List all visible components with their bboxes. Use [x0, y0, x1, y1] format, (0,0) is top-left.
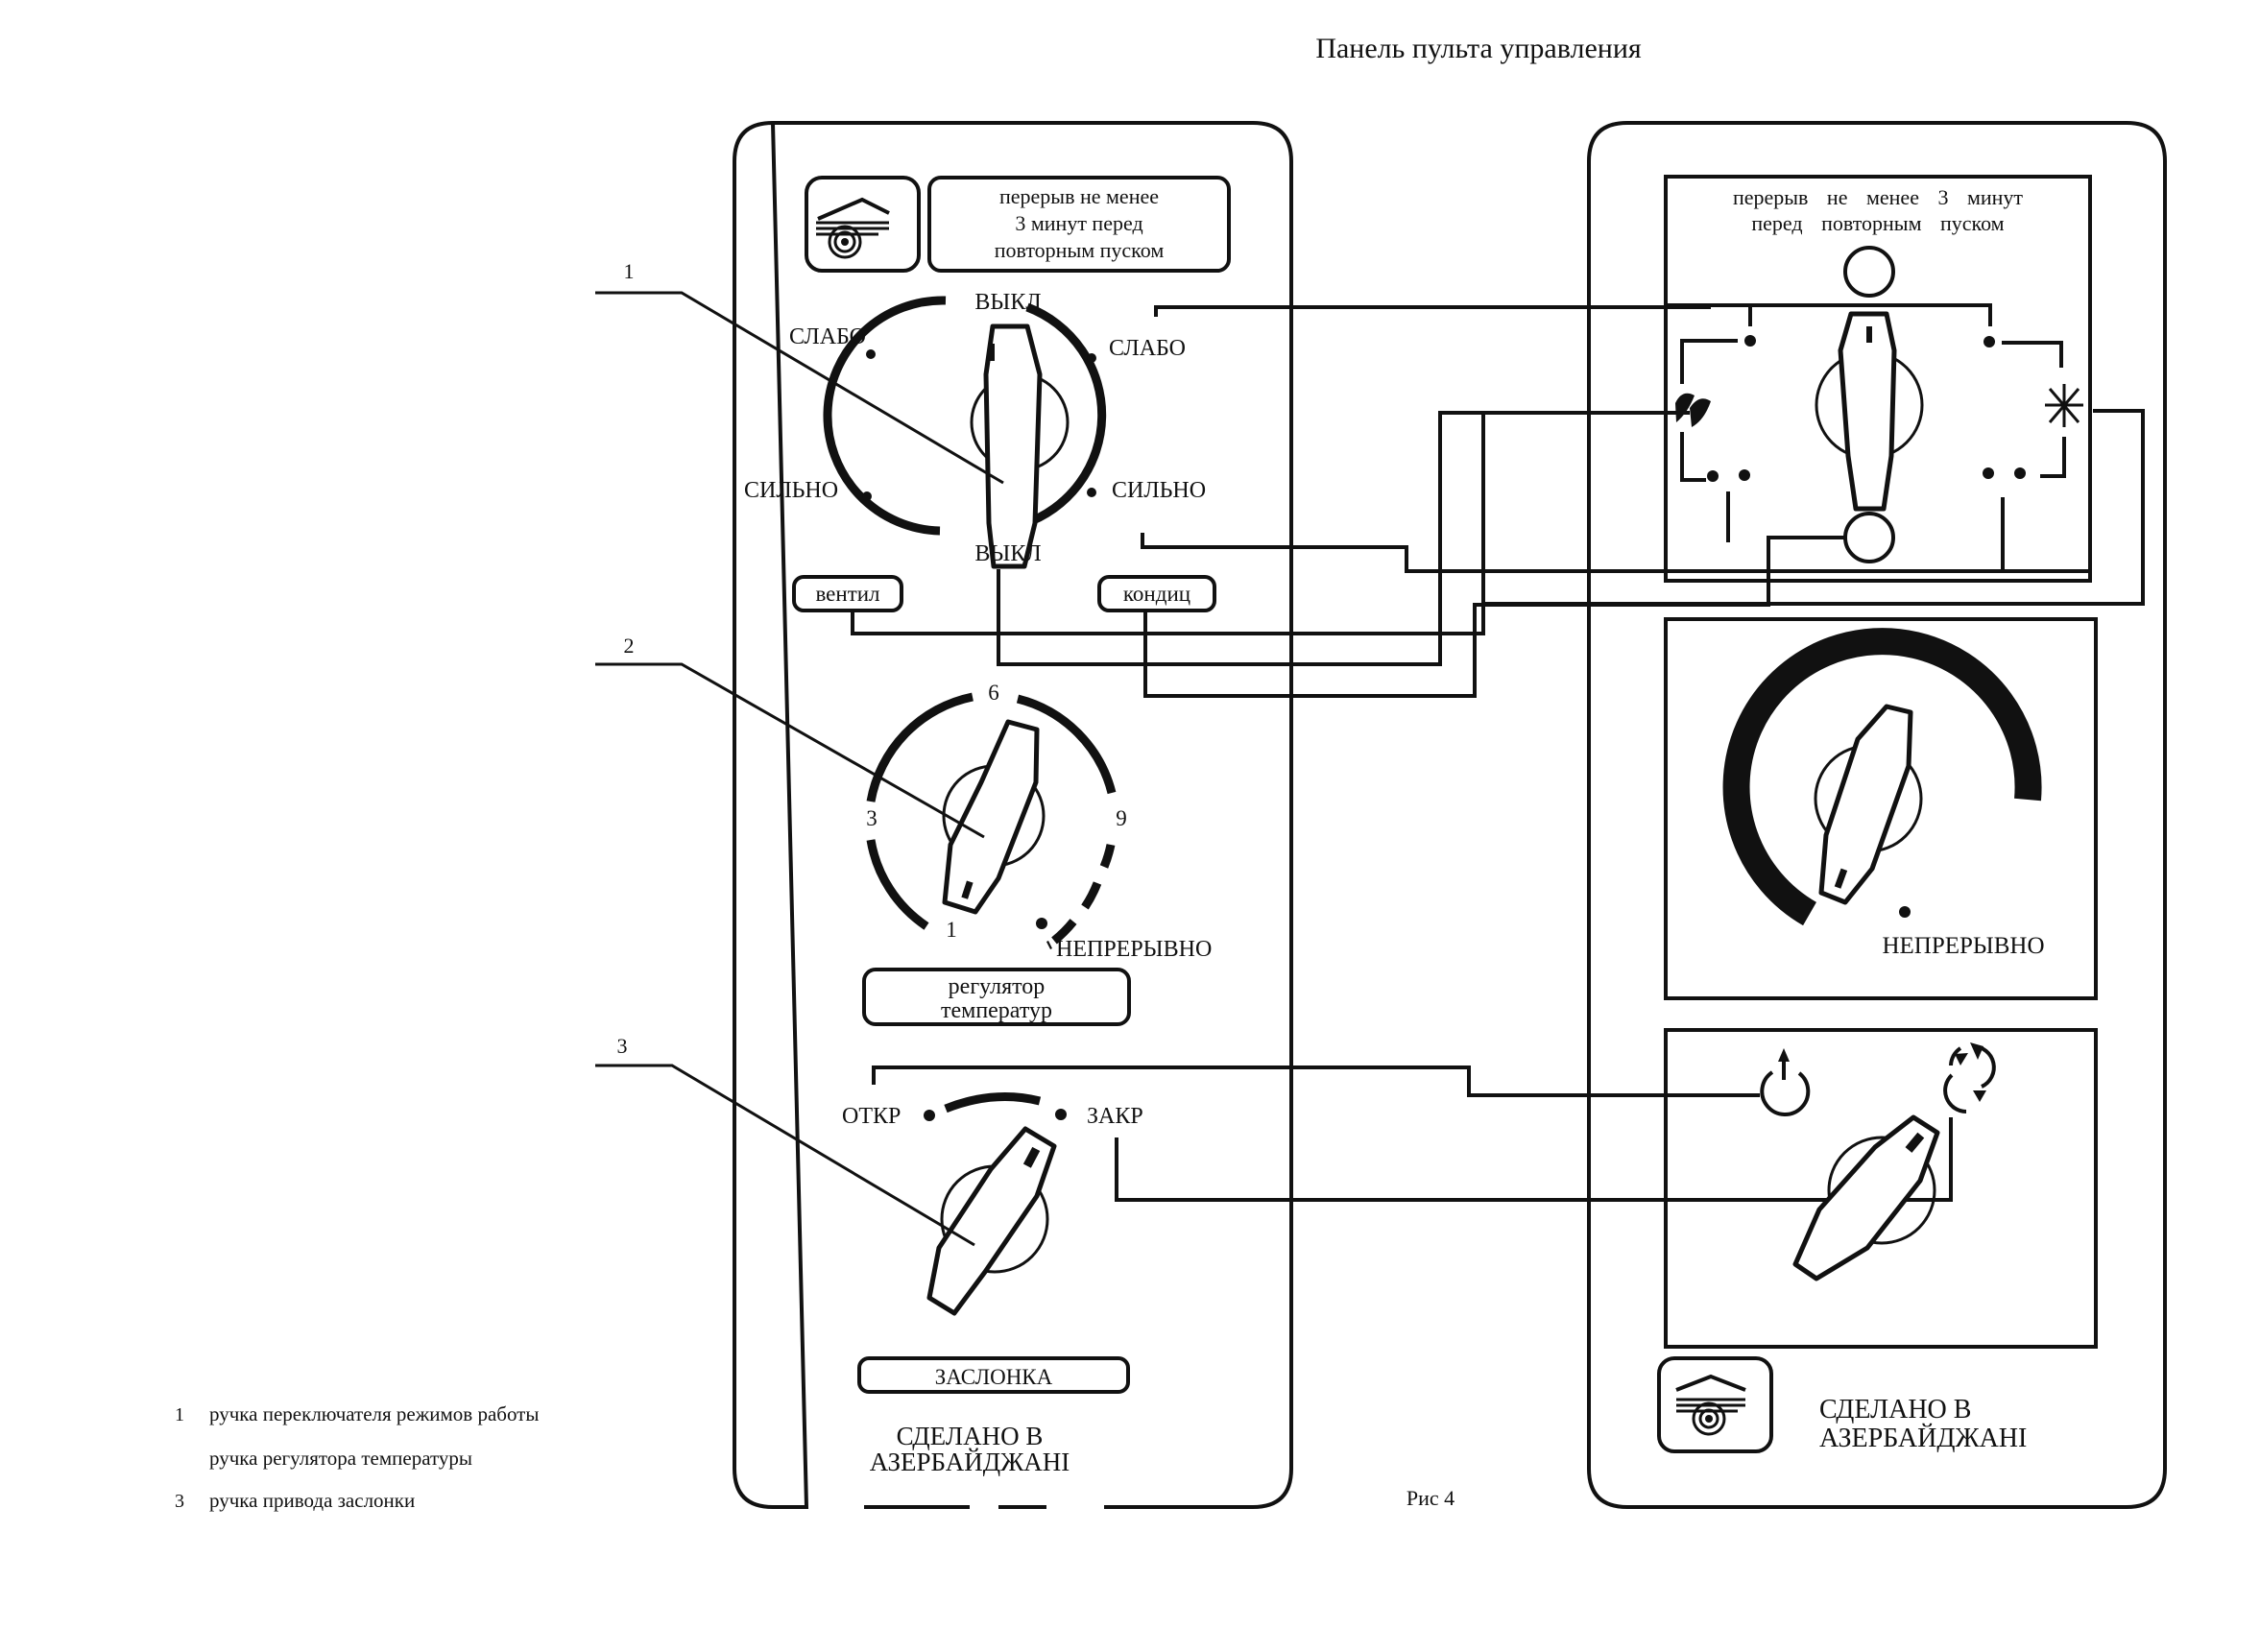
damper-open-label: ОТКР — [842, 1104, 901, 1129]
restart-notice: перерыв не менее 3 минут перед повторным… — [927, 176, 1231, 273]
legend-item: ручка привода заслонки — [209, 1489, 415, 1512]
cool-low-label: СЛАБО — [1109, 336, 1186, 361]
recirculation-icon — [1943, 1042, 1996, 1113]
svg-text:кондиц: кондиц — [1123, 582, 1190, 606]
legend: 1 ручка переключателя режимов работы руч… — [175, 1402, 539, 1512]
fan-icon — [1675, 393, 1711, 427]
right-thermostat-knob[interactable] — [1818, 704, 1913, 905]
right-made-in-label: СДЕЛАНО В — [1819, 1395, 1971, 1425]
knob-indicator — [988, 344, 995, 361]
mode-off-top-label: ВЫКЛ — [974, 290, 1041, 315]
damper-tag: ЗАСЛОНКА — [857, 1356, 1130, 1394]
legend-number: 3 — [175, 1491, 184, 1512]
legend-item: ручка переключателя режимов работы — [209, 1402, 539, 1425]
svg-text:температур: температур — [941, 998, 1052, 1023]
made-in-label: СДЕЛАНО В — [897, 1422, 1044, 1450]
page-title: Панель пульта управления — [1315, 33, 1642, 64]
scale-label-9: 9 — [1116, 806, 1127, 830]
cooling-tag: кондиц — [1097, 575, 1216, 612]
right-notice-line1: перерыв не менее 3 минут — [1733, 185, 2023, 209]
right-damper-knob[interactable] — [1792, 1114, 1940, 1281]
svg-text:регулятор: регулятор — [949, 974, 1046, 999]
mode-switch-knob[interactable] — [983, 323, 1043, 569]
scale-label-6: 6 — [988, 681, 999, 705]
thermostat-dial[interactable]: 6 3 9 1 НЕПРЕРЫВНО — [866, 681, 1212, 962]
thermostat-knob[interactable] — [942, 719, 1040, 915]
cool-high-label: СИЛЬНО — [1112, 478, 1206, 503]
scale-label-1: 1 — [946, 918, 957, 942]
mode-off-bottom-label: ВЫКЛ — [974, 541, 1041, 566]
left-panel: перерыв не менее 3 минут перед повторным… — [733, 120, 1293, 1509]
snowflake-icon — [2045, 384, 2083, 427]
top-indicator — [1843, 246, 1895, 298]
made-in-country: АЗЕРБАЙДЖАНІ — [870, 1448, 1070, 1476]
brand-logo-icon — [805, 176, 921, 273]
thermostat-tag: регулятор температур — [862, 968, 1131, 1026]
damper-control[interactable]: ОТКР ЗАКР — [842, 1092, 1143, 1316]
connection-wires — [851, 305, 2145, 1202]
svg-text:повторным пуском: повторным пуском — [995, 238, 1165, 262]
damper-knob[interactable] — [926, 1126, 1057, 1316]
right-notice-line2: перед повторным пуском — [1751, 211, 2004, 235]
damper-closed-label: ЗАКР — [1087, 1104, 1143, 1129]
callout-3: 3 — [595, 1034, 975, 1247]
callout-2: 2 — [595, 634, 985, 839]
svg-text:ЗАСЛОНКА: ЗАСЛОНКА — [935, 1365, 1053, 1389]
figure-caption: Рис 4 — [1406, 1486, 1455, 1510]
svg-text:перерыв не менее: перерыв не менее — [999, 184, 1159, 208]
fan-high-label: СИЛЬНО — [744, 478, 838, 503]
svg-text:3 минут перед: 3 минут перед — [1015, 211, 1142, 235]
continuous-label: НЕПРЕРЫВНО — [1056, 937, 1212, 962]
legend-number: 1 — [175, 1404, 184, 1425]
svg-text:1: 1 — [624, 259, 635, 283]
temperature-scale-arc — [1722, 628, 2042, 926]
fresh-air-icon — [1760, 1048, 1811, 1116]
svg-text:вентил: вентил — [815, 582, 879, 606]
mode-switch[interactable]: ВЫКЛ ВЫКЛ СЛАБО СИЛЬНО СЛАБО СИЛЬНО — [744, 290, 1206, 569]
svg-text:2: 2 — [624, 634, 635, 658]
fan-tag: вентил — [792, 575, 903, 612]
right-panel: перерыв не менее 3 минут перед повторным… — [1587, 121, 2167, 1509]
brand-logo-icon — [1657, 1356, 1773, 1453]
right-continuous-label: НЕПРЕРЫВНО — [1882, 933, 2044, 959]
right-mode-knob[interactable] — [1838, 311, 1897, 512]
callout-1: 1 — [595, 259, 1004, 485]
svg-text:3: 3 — [617, 1034, 628, 1058]
legend-item: ручка регулятора температуры — [209, 1447, 472, 1470]
bottom-indicator — [1843, 512, 1895, 563]
right-made-in-country: АЗЕРБАЙДЖАНІ — [1819, 1424, 2027, 1453]
scale-label-3: 3 — [866, 806, 878, 830]
fan-low-label: СЛАБО — [789, 324, 866, 349]
